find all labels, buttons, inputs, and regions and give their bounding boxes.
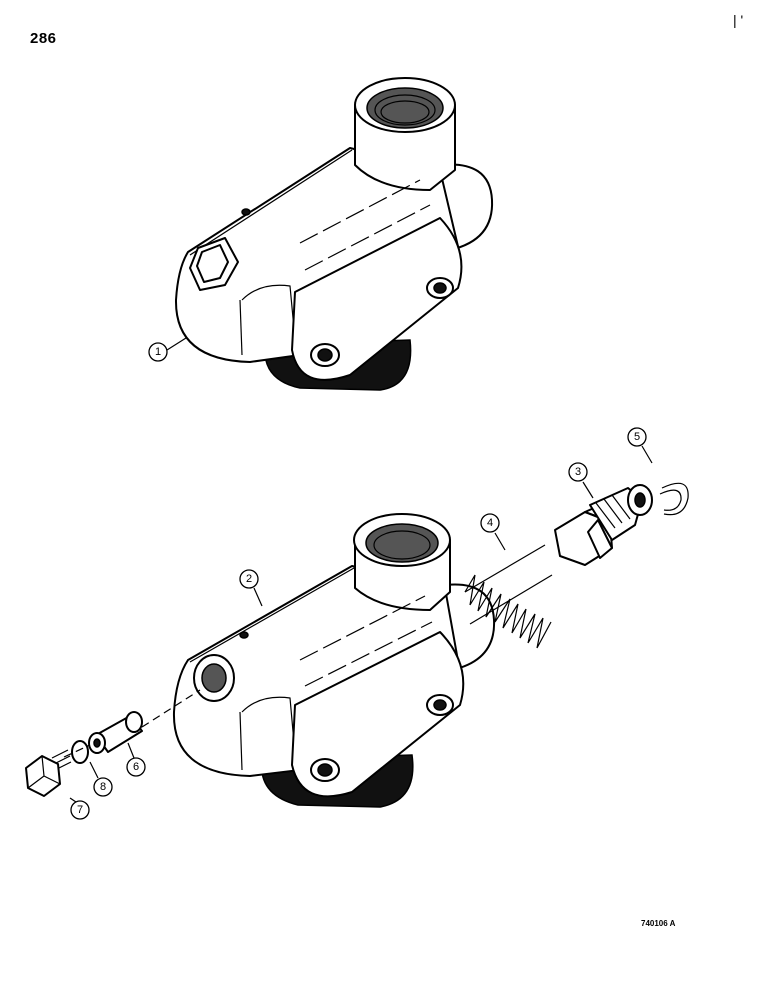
valve-housing-assembly-icon: [174, 77, 494, 391]
callout-3-label: 3: [575, 466, 581, 478]
callout-4-label: 4: [487, 517, 493, 529]
callout-4: 4: [480, 513, 506, 551]
callout-3: 3: [568, 462, 594, 499]
hex-plug-icon: [25, 749, 72, 797]
callout-1: 1: [148, 337, 187, 362]
relief-valve-icon: [554, 484, 653, 566]
corner-mark: | ': [733, 12, 744, 28]
o-ring-icon: [71, 740, 89, 764]
callout-2-label: 2: [246, 573, 252, 585]
snap-ring-icon: [659, 482, 689, 516]
valve-housing-icon: [172, 513, 496, 808]
callout-6-label: 6: [133, 761, 139, 773]
spring-icon: [464, 544, 553, 649]
callout-7: 7: [69, 797, 90, 820]
callout-8: 8: [89, 761, 113, 797]
assembly-centerline: [141, 689, 201, 728]
callout-5: 5: [627, 427, 653, 464]
callout-1-label: 1: [155, 346, 161, 358]
callout-2: 2: [239, 569, 263, 607]
page-number: 286: [30, 30, 57, 47]
assembly-centerline-plug: [63, 744, 91, 758]
callout-5-label: 5: [634, 431, 640, 443]
figure-code: 740106 A: [641, 919, 676, 928]
callout-6: 6: [126, 742, 146, 777]
callout-7-label: 7: [77, 804, 83, 816]
callout-8-label: 8: [100, 781, 106, 793]
orifice-plug-icon: [88, 711, 143, 754]
